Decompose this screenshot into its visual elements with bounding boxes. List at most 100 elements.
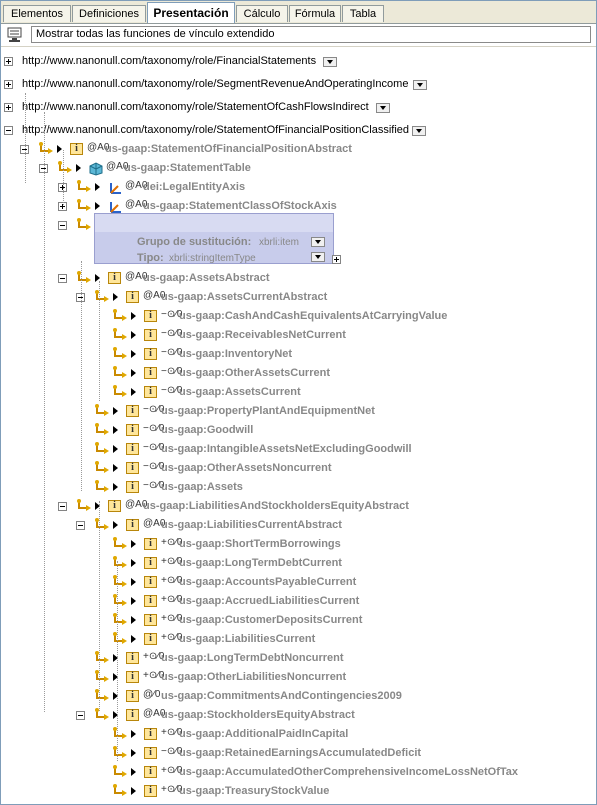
expand-details-icon[interactable]: [113, 407, 118, 415]
add-property-icon[interactable]: [332, 255, 341, 264]
expand-details-icon[interactable]: [131, 635, 136, 643]
role-dropdown-icon[interactable]: [413, 80, 427, 90]
expand-details-icon[interactable]: [76, 164, 81, 172]
role-dropdown-icon[interactable]: [412, 126, 426, 136]
collapse-icon[interactable]: [76, 711, 85, 720]
expand-details-icon[interactable]: [131, 749, 136, 757]
role-dropdown-icon[interactable]: [323, 57, 337, 67]
expand-details-icon[interactable]: [131, 540, 136, 548]
extended-link-roles-button[interactable]: Mostrar todas las funciones de vínculo e…: [31, 26, 591, 43]
collapse-icon[interactable]: [58, 221, 67, 230]
expand-details-icon[interactable]: [131, 388, 136, 396]
expand-details-icon[interactable]: [113, 673, 118, 681]
tab-calculo[interactable]: Cálculo: [236, 5, 288, 22]
presentation-arc-icon: [95, 670, 109, 682]
expand-details-icon[interactable]: [131, 331, 136, 339]
item-element-icon: i: [144, 329, 157, 341]
expand-details-icon[interactable]: [113, 426, 118, 434]
expand-details-icon[interactable]: [131, 350, 136, 358]
tab-presentacion[interactable]: Presentación: [147, 2, 235, 23]
expand-details-icon[interactable]: [113, 654, 118, 662]
expand-icon[interactable]: [4, 80, 13, 89]
element-name: us-gaap:LiabilitiesCurrentAbstract: [161, 519, 342, 531]
expand-details-icon[interactable]: [131, 312, 136, 320]
expand-icon[interactable]: [4, 57, 13, 66]
expand-details-icon[interactable]: [113, 483, 118, 491]
expand-details-icon[interactable]: [113, 521, 118, 529]
role-dropdown-icon[interactable]: [376, 103, 390, 113]
expand-details-icon[interactable]: [131, 787, 136, 795]
expand-details-icon[interactable]: [95, 274, 100, 282]
expand-details-icon[interactable]: [95, 502, 100, 510]
collapse-icon[interactable]: [58, 274, 67, 283]
collapse-icon[interactable]: [39, 164, 48, 173]
collapse-icon[interactable]: [76, 293, 85, 302]
expand-details-icon[interactable]: [113, 293, 118, 301]
expand-details-icon[interactable]: [95, 202, 100, 210]
tab-tabla[interactable]: Tabla: [342, 5, 384, 22]
expand-icon[interactable]: [58, 183, 67, 192]
tab-definiciones[interactable]: Definiciones: [72, 5, 146, 22]
expand-details-icon[interactable]: [113, 464, 118, 472]
substitution-group-dropdown-icon[interactable]: [311, 237, 325, 247]
expand-details-icon[interactable]: [131, 578, 136, 586]
collapse-icon[interactable]: [20, 145, 29, 154]
expand-details-icon[interactable]: [113, 711, 118, 719]
tab-elementos[interactable]: Elementos: [3, 5, 71, 22]
expand-details-icon[interactable]: [113, 445, 118, 453]
expand-details-icon[interactable]: [131, 597, 136, 605]
type-dropdown-icon[interactable]: [311, 252, 325, 262]
role-row[interactable]: http://www.nanonull.com/taxonomy/role/Fi…: [1, 52, 596, 71]
tab-formula[interactable]: Fórmula: [289, 5, 341, 22]
expand-details-icon[interactable]: [131, 369, 136, 377]
role-row[interactable]: http://www.nanonull.com/taxonomy/role/St…: [1, 121, 596, 140]
expand-details-icon[interactable]: [95, 183, 100, 191]
link-view-icon[interactable]: [6, 27, 24, 43]
expand-details-icon[interactable]: [113, 692, 118, 700]
expand-details-icon[interactable]: [131, 616, 136, 624]
expand-details-icon[interactable]: [131, 730, 136, 738]
collapse-icon[interactable]: [76, 521, 85, 530]
role-row[interactable]: http://www.nanonull.com/taxonomy/role/Se…: [1, 75, 596, 94]
expand-icon[interactable]: [58, 202, 67, 211]
role-row[interactable]: http://www.nanonull.com/taxonomy/role/St…: [1, 98, 596, 117]
expand-details-icon[interactable]: [57, 145, 62, 153]
collapse-icon[interactable]: [4, 126, 13, 135]
expand-details-icon[interactable]: [131, 559, 136, 567]
expand-icon[interactable]: [4, 103, 13, 112]
expand-details-icon[interactable]: [131, 768, 136, 776]
collapse-icon[interactable]: [58, 502, 67, 511]
